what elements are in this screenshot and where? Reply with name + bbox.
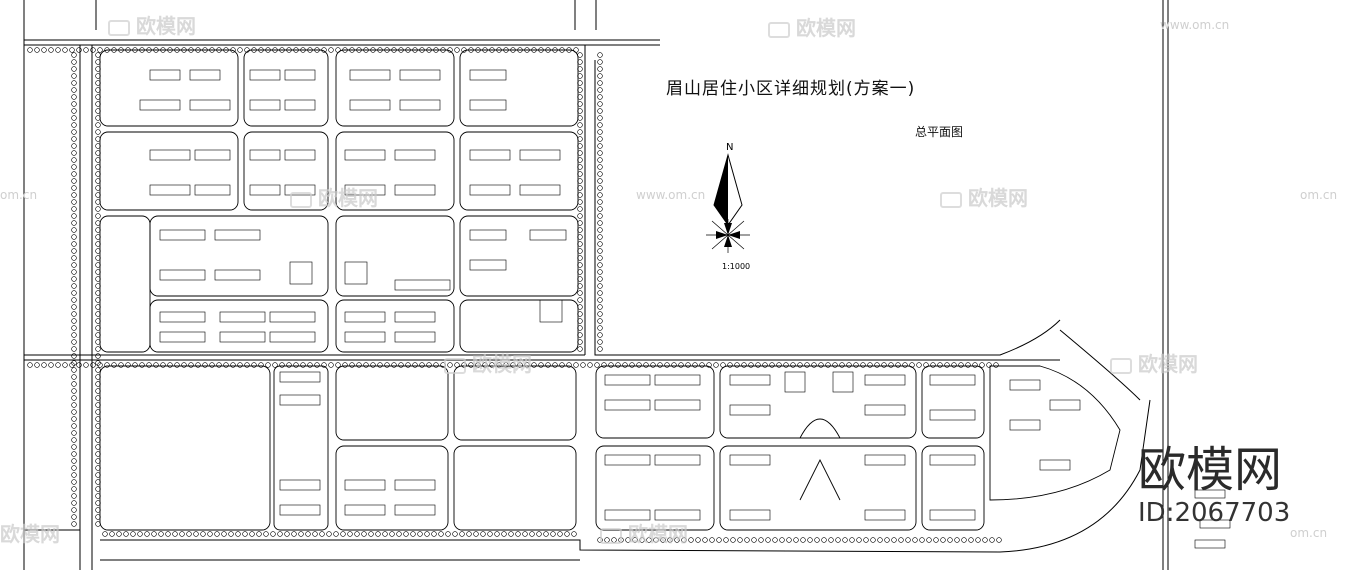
watermark-brand-1: 欧模网: [108, 10, 196, 39]
watermark-site-3: www.om.cn: [636, 188, 706, 202]
north-label: N: [726, 142, 734, 153]
watermark-logo-icon: [1110, 357, 1132, 374]
watermark-brand-2: 欧模网: [768, 12, 856, 41]
north-arrow: [706, 153, 750, 253]
watermark-logo-icon: [108, 19, 130, 36]
watermark-brand-4: 欧模网: [290, 182, 378, 211]
watermark-brand-5: 欧模网: [1110, 348, 1198, 377]
watermark-site-5: om.cn: [1290, 526, 1328, 540]
watermark-site-1: www.om.cn: [1160, 18, 1230, 32]
building-footprints: [139, 69, 1231, 549]
brand-overlay: 欧模网: [1138, 442, 1283, 498]
scale-label: 1:1000: [722, 262, 751, 271]
street-trees: [27, 47, 1002, 543]
watermark-brand-6: 欧模网: [444, 348, 532, 377]
watermark-site-4: om.cn: [1300, 188, 1338, 202]
blocks-southwest: [99, 365, 577, 531]
plan-subtitle: 总平面图: [915, 125, 964, 139]
watermark-logo-icon: [940, 191, 962, 208]
watermark-brand-7: 欧模网: [0, 522, 60, 546]
blocks-northwest: [99, 49, 579, 353]
brand-id: ID:2067703: [1138, 498, 1291, 528]
watermark-site-2: om.cn: [0, 188, 38, 202]
watermark-logo-icon: [290, 191, 312, 208]
plan-title: 眉山居住小区详细规划(方案一): [666, 79, 916, 99]
watermark-brand-8: 欧模网: [600, 518, 688, 547]
watermark-brand-3: 欧模网: [940, 182, 1028, 211]
watermark-logo-icon: [768, 21, 790, 38]
watermark-logo-icon: [600, 527, 622, 544]
blocks-east: [595, 365, 1121, 531]
watermark-logo-icon: [444, 357, 466, 374]
